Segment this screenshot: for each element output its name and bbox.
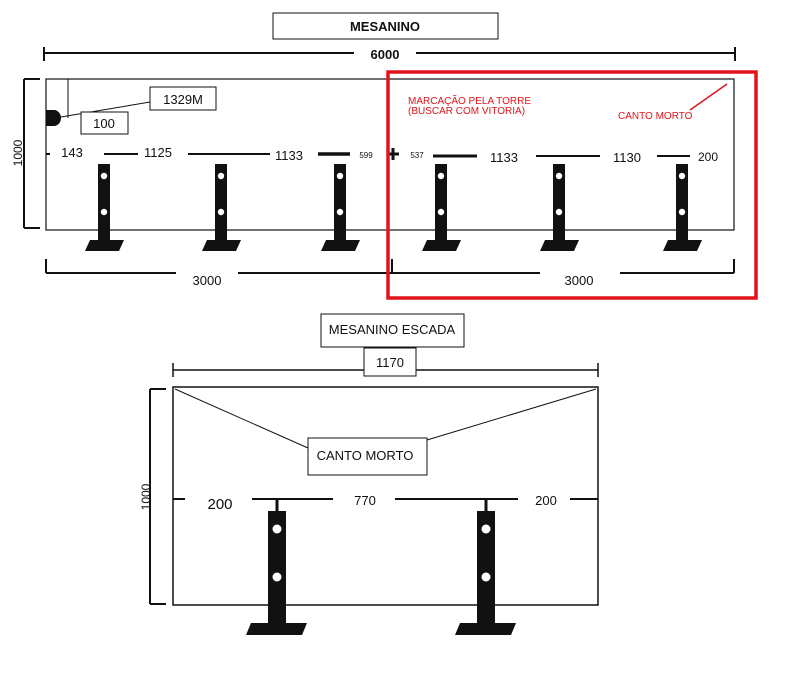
top-offset-box	[80, 111, 129, 135]
top-spacing-1: 143	[61, 145, 83, 160]
top-post-3	[321, 164, 360, 251]
bottom-dead-corner-box	[307, 437, 428, 476]
top-spacing-line	[46, 148, 690, 160]
bottom-post-2	[455, 511, 516, 635]
bottom-spacing-3: 200	[535, 493, 557, 508]
bottom-dead-corner-left-line	[174, 388, 309, 449]
top-spacing-5: 537	[410, 151, 424, 160]
top-post-2	[202, 164, 241, 251]
dead-corner-pointer	[689, 83, 728, 111]
top-post-5	[540, 164, 579, 251]
top-spacing-8: 200	[698, 150, 718, 164]
top-bottom-dimension	[45, 259, 735, 274]
top-spacing-6: 1133	[490, 150, 518, 165]
top-spacing-4: 599	[359, 151, 373, 160]
highlight-note-line-2: (BUSCAR COM VITORIA)	[408, 106, 525, 117]
bottom-height-label: 1000	[139, 483, 153, 510]
top-total-dimension	[43, 47, 736, 61]
bottom-width-box	[363, 347, 417, 377]
top-height-bracket	[23, 78, 40, 229]
top-post-6	[663, 164, 702, 251]
top-spacing-7: 1130	[613, 150, 641, 165]
bottom-total-dimension	[172, 363, 599, 377]
top-leader-line	[54, 101, 151, 119]
top-spacing-2: 1125	[144, 145, 172, 160]
top-post-4	[422, 164, 461, 251]
bottom-post-1	[246, 511, 307, 635]
top-height-label: 1000	[11, 139, 25, 166]
highlight-box	[386, 70, 758, 300]
bottom-frame	[172, 386, 599, 606]
bottom-dead-corner-right-line	[426, 388, 597, 441]
top-dead-corner: CANTO MORTO	[618, 111, 693, 122]
top-total-width: 6000	[371, 47, 400, 62]
bottom-title: MESANINO ESCADA	[329, 322, 456, 337]
bottom-height-bracket	[149, 388, 166, 605]
top-spacing-3: 1133	[275, 148, 303, 163]
highlight-note-line-1: MARCAÇÃO PELA TORRE	[408, 94, 531, 107]
bottom-spacing-2: 770	[354, 493, 376, 508]
top-marker-label: 1329M	[163, 92, 203, 107]
top-marker-box	[149, 86, 217, 111]
bottom-total-width: 1170	[376, 355, 404, 370]
top-bottom-right: 3000	[565, 273, 594, 288]
top-offset-label: 100	[93, 116, 115, 131]
bottom-dead-corner: CANTO MORTO	[317, 448, 414, 463]
top-title-box	[272, 12, 499, 40]
top-title: MESANINO	[350, 19, 420, 34]
bottom-spacing-1: 200	[207, 496, 232, 513]
top-bottom-left: 3000	[193, 273, 222, 288]
bottom-title-box	[320, 313, 465, 348]
top-post-1	[85, 164, 124, 251]
top-anchor-marker	[46, 110, 61, 126]
